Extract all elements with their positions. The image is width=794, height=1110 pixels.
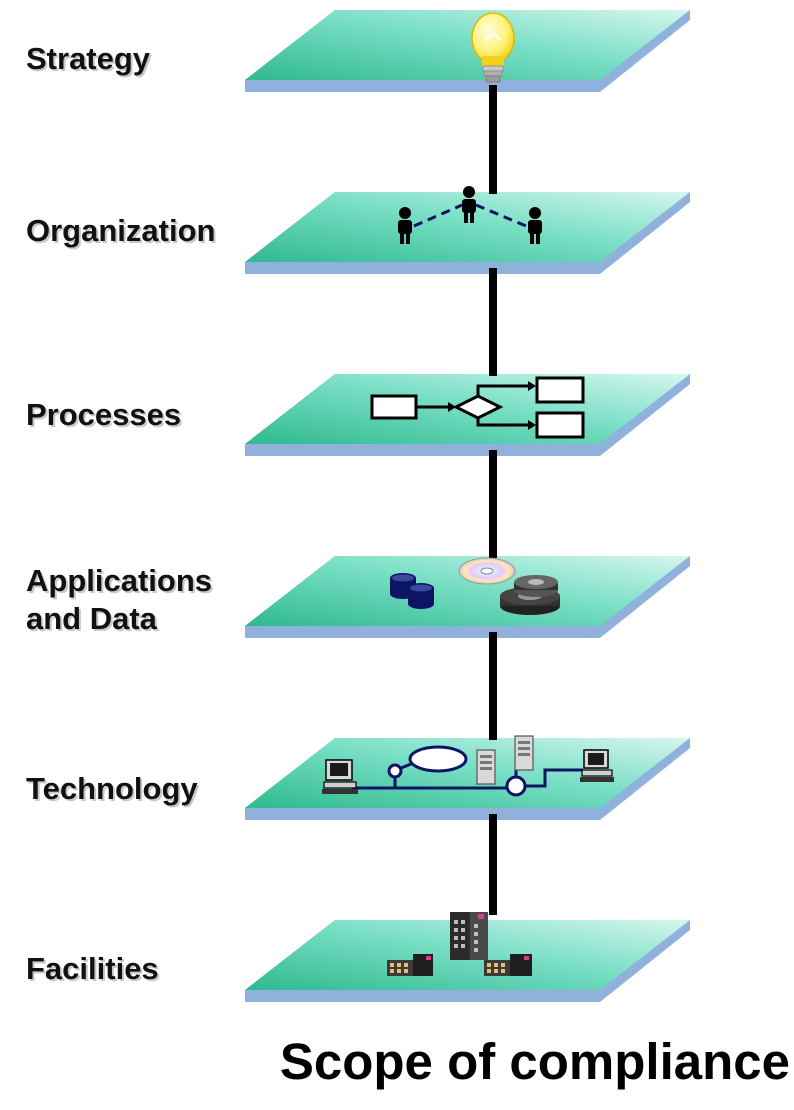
- layer-plane-processes: [245, 374, 690, 456]
- office-tower-icon: [450, 912, 488, 960]
- layer-label-text: Applications: [26, 563, 213, 598]
- layer-plane-technology: [245, 738, 690, 820]
- office-building-icon: [387, 954, 433, 976]
- layer-plane-organization: [245, 192, 690, 274]
- data-storage-icon: [390, 557, 560, 615]
- person-icon: [462, 186, 476, 223]
- people-network-icon: [398, 186, 542, 244]
- buildings-icon: [387, 912, 532, 976]
- lightbulb-icon: [471, 12, 515, 83]
- layer-label-technology: Technology: [26, 770, 198, 808]
- layer-plane-applications-data: [245, 556, 690, 638]
- layer-label-text-line2: and Data: [26, 601, 157, 636]
- process-flow-icon: [370, 376, 585, 439]
- layer-label-text: Processes: [26, 397, 182, 432]
- layer-label-text: Facilities: [26, 951, 159, 986]
- layer-label-facilities: Facilities: [26, 950, 159, 988]
- layer-label-strategy: Strategy: [26, 40, 150, 78]
- server-icon: [514, 735, 534, 771]
- cd-disc-icon: [458, 557, 516, 585]
- database-icon: [408, 583, 434, 609]
- layer-plane-strategy: [245, 10, 690, 92]
- layer-label-organization: Organization: [26, 212, 215, 250]
- person-icon: [528, 207, 542, 244]
- server-icon: [476, 749, 496, 785]
- computer-icon: [580, 749, 614, 782]
- computer-icon: [322, 759, 358, 794]
- layer-label-text: Technology: [26, 771, 198, 806]
- layer-label-processes: Processes: [26, 396, 181, 434]
- layer-label-text: Organization: [26, 213, 216, 248]
- layer-label-applications-data: Applications and Data: [26, 562, 212, 638]
- tape-reels-icon: [500, 575, 560, 615]
- diagram-title: Scope of compliance: [279, 1033, 790, 1090]
- office-building-icon: [484, 954, 532, 976]
- person-icon: [398, 207, 412, 244]
- layer-label-text: Strategy: [26, 41, 151, 76]
- network-infrastructure-icon: [322, 735, 614, 797]
